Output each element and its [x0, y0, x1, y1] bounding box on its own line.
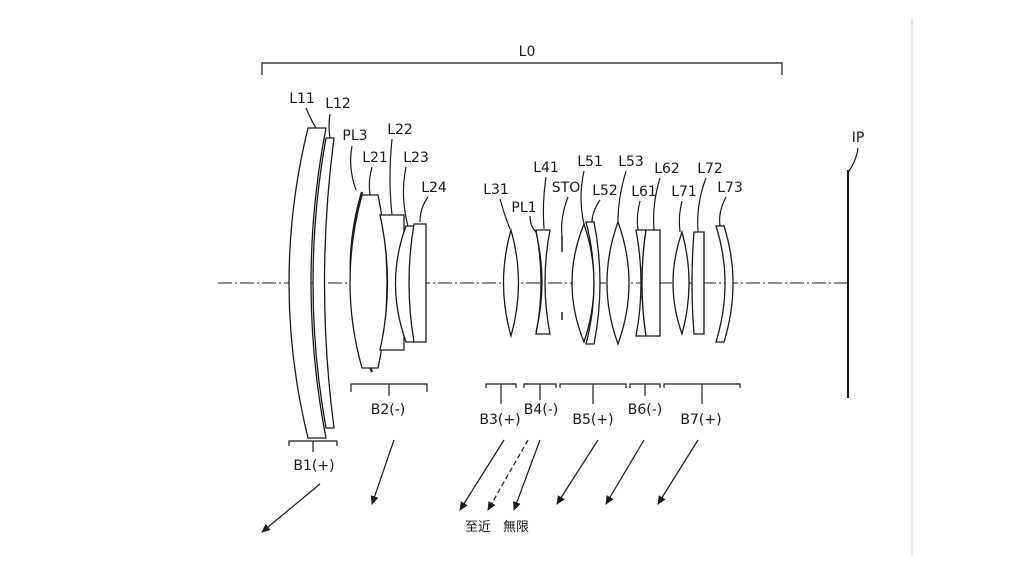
leader-L53	[617, 170, 627, 223]
leader-STO	[561, 196, 569, 237]
arrow-B3	[459, 439, 505, 511]
legend-infinity: 無限	[503, 520, 529, 535]
lens-L73	[715, 225, 734, 343]
label-L24: L24	[421, 180, 447, 196]
lens-L23	[394, 225, 415, 343]
arrow-B2	[370, 439, 395, 505]
label-L53: L53	[618, 154, 644, 170]
overall-label: L0	[519, 44, 536, 60]
group-label-B2: B2(-)	[371, 402, 406, 418]
lens-L53	[606, 220, 630, 346]
label-L12: L12	[325, 96, 351, 112]
label-L21: L21	[362, 150, 388, 166]
lens-PL1	[535, 231, 543, 333]
leader-L21	[368, 166, 373, 196]
overall-bracket	[261, 62, 783, 75]
arrow-B1	[261, 483, 321, 533]
lens-L62	[641, 229, 661, 337]
leader-L61	[636, 200, 641, 231]
leader-L22	[389, 138, 393, 216]
leader-L71	[678, 200, 683, 233]
lens-L24	[408, 223, 427, 343]
lens-L72	[691, 231, 705, 335]
label-L71: L71	[671, 184, 697, 200]
leader-L12	[328, 113, 331, 139]
leader-L23	[402, 166, 409, 227]
lens-label-group: L11 L12 PL3 L21 L22 L23 L24 L31 PL1 L41 …	[289, 91, 743, 237]
group-label-B6: B6(-)	[628, 402, 663, 418]
arrow-B6	[605, 439, 645, 505]
label-L73: L73	[717, 180, 743, 196]
lens-L22	[379, 214, 405, 351]
leader-L62	[653, 177, 661, 231]
group-label-B3: B3(+)	[479, 412, 520, 428]
arrow-B4-infinity	[513, 439, 541, 511]
arrow-B5	[556, 439, 599, 505]
leader-PL3	[350, 145, 357, 191]
label-L41: L41	[533, 160, 559, 176]
label-L62: L62	[654, 161, 680, 177]
leader-L51	[580, 170, 585, 225]
label-L22: L22	[387, 122, 413, 138]
lens-L52	[585, 221, 601, 345]
image-plane-label: IP	[852, 130, 865, 146]
lens-L31	[502, 227, 520, 339]
leader-L24	[419, 196, 429, 223]
leader-L31	[499, 198, 511, 230]
lens-L71	[672, 229, 690, 337]
image-plane-leader	[847, 147, 859, 173]
group-label-B1: B1(+)	[293, 458, 334, 474]
label-L11: L11	[289, 91, 315, 107]
leader-PL1	[529, 215, 537, 233]
lens-L12	[312, 137, 335, 429]
label-PL1: PL1	[511, 200, 536, 216]
arrow-B4-near	[487, 439, 529, 511]
label-L51: L51	[577, 154, 603, 170]
lens-L41	[535, 229, 551, 335]
leader-L52	[591, 199, 601, 223]
lens-L11	[288, 127, 327, 439]
label-PL3: PL3	[342, 128, 367, 144]
leader-L73	[719, 196, 727, 227]
leader-L72	[697, 177, 707, 233]
group-label-B7: B7(+)	[680, 412, 721, 428]
group-label-B4: B4(-)	[524, 402, 559, 418]
label-L61: L61	[631, 184, 657, 200]
leader-L41	[542, 176, 547, 230]
group-label-B5: B5(+)	[572, 412, 613, 428]
leader-L11	[305, 107, 317, 129]
label-L52: L52	[592, 183, 618, 199]
label-L23: L23	[403, 150, 429, 166]
label-L72: L72	[697, 161, 723, 177]
label-L31: L31	[483, 182, 509, 198]
label-STO: STO	[552, 180, 580, 196]
legend-near: 至近	[465, 520, 491, 535]
arrow-B7	[657, 439, 699, 505]
